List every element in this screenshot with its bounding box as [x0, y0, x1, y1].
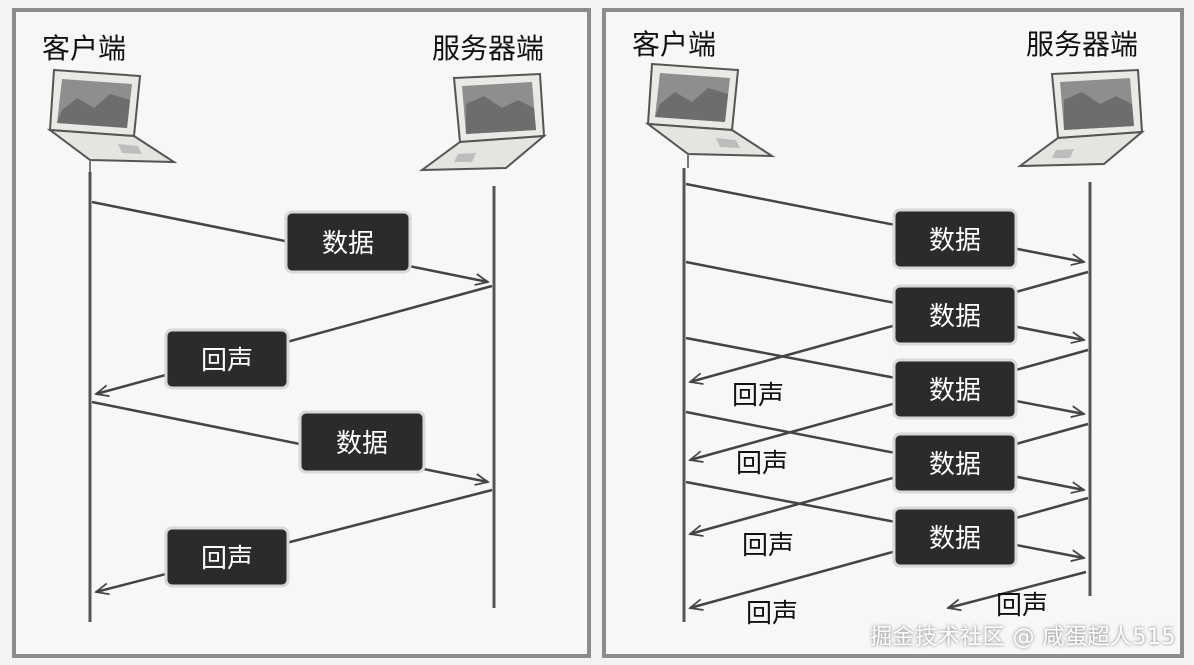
right-data-box-5: 数据: [892, 506, 1018, 568]
right-echo-arrow-3: [690, 422, 1089, 534]
right-data-arrow-1: [685, 182, 1084, 262]
left-echo-box-2: 回声: [164, 526, 290, 588]
right-echo-arrow-1: [690, 270, 1089, 382]
right-client-label: 客户端: [632, 28, 716, 61]
right-data-box-label-3: 数据: [929, 376, 981, 406]
right-data-box-4: 数据: [892, 432, 1018, 494]
right-echo-arrow-4: [690, 496, 1089, 608]
laptop-icon: [1016, 68, 1145, 168]
right-server-label: 服务器端: [1026, 28, 1138, 61]
right-data-box-label-4: 数据: [929, 450, 981, 480]
left-echo-arrow-1: [96, 284, 493, 394]
left-client-label: 客户端: [42, 32, 126, 65]
right-echo-arrow-5: [948, 570, 1087, 608]
left-echo-box-label-2: 回声: [201, 544, 253, 574]
right-echo-arrow-2: [690, 348, 1089, 460]
watermark: 掘金技术社区 @ 咸蛋超人515: [870, 625, 1176, 650]
left-echo-arrow-2: [96, 488, 493, 592]
right-data-arrow-3: [685, 336, 1084, 414]
left-echo-box-1: 回声: [164, 328, 290, 390]
laptop-icon: [418, 72, 547, 172]
right-echo-label-1: 回声: [732, 381, 784, 411]
left-server-label: 服务器端: [432, 32, 544, 65]
right-data-box-3: 数据: [892, 358, 1018, 420]
right-echo-label-2: 回声: [736, 449, 788, 479]
right-data-box-label-5: 数据: [929, 524, 981, 554]
right-data-box-label-1: 数据: [929, 226, 981, 256]
left-panel: 客户端 服务器端 数据: [12, 8, 591, 658]
left-data-box-2: 数据: [298, 410, 426, 474]
right-echo-label-4: 回声: [746, 599, 798, 629]
left-echo-box-label-1: 回声: [201, 346, 253, 376]
right-data-box-1: 数据: [892, 208, 1018, 270]
right-data-arrow-2: [685, 260, 1084, 340]
laptop-icon: [644, 62, 776, 168]
right-data-box-label-2: 数据: [929, 302, 981, 332]
right-data-arrow-5: [685, 480, 1084, 558]
right-echo-label-5: 回声: [996, 591, 1048, 621]
right-data-arrow-4: [685, 410, 1084, 490]
left-data-box-label-2: 数据: [336, 429, 388, 459]
right-panel: 客户端 服务器端: [602, 8, 1184, 658]
laptop-icon: [46, 68, 178, 174]
right-echo-label-3: 回声: [742, 531, 794, 561]
left-data-box-1: 数据: [284, 210, 412, 274]
left-data-box-label-1: 数据: [322, 229, 374, 259]
right-data-box-2: 数据: [892, 284, 1018, 346]
